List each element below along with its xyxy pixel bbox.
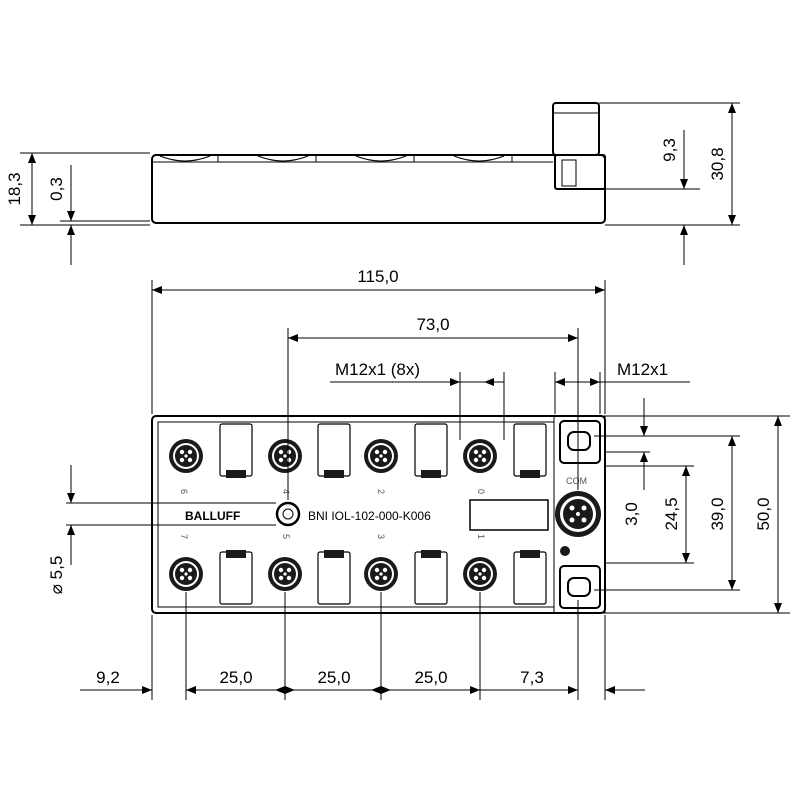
top-view: 6 4 2 0 7 5 3 1 BALLUFF BNI IOL-102-000-… bbox=[47, 267, 790, 700]
port-7-connector bbox=[169, 557, 203, 591]
dim-overall-length: 115,0 bbox=[357, 267, 398, 286]
dim-side-height: 18,3 bbox=[5, 172, 24, 205]
dim-small-gap: 3,0 bbox=[622, 502, 641, 526]
dim-side-offset: 0,3 bbox=[47, 177, 66, 201]
part-code-label: BNI IOL-102-000-K006 bbox=[308, 509, 431, 523]
dim-pitch-2: 25,0 bbox=[219, 668, 252, 687]
port-number-5: 5 bbox=[281, 534, 291, 539]
dim-side-total-height: 30,8 bbox=[708, 147, 727, 180]
dim-hole-spacing: 39,0 bbox=[708, 497, 727, 530]
dim-total-width: 50,0 bbox=[754, 497, 773, 530]
port-1-connector bbox=[463, 557, 497, 591]
dim-com-offset: 24,5 bbox=[662, 497, 681, 530]
port-4-connector bbox=[268, 439, 302, 473]
port-3-connector bbox=[364, 557, 398, 591]
port-6-connector bbox=[169, 439, 203, 473]
dim-pitch-1: 9,2 bbox=[96, 668, 120, 687]
port-number-0: 0 bbox=[476, 489, 486, 494]
port-number-1: 1 bbox=[476, 534, 486, 539]
brand-logo-text: BALLUFF bbox=[185, 509, 240, 523]
side-view: 18,3 0,3 9,3 30,8 bbox=[5, 102, 740, 265]
com-connector-side bbox=[552, 102, 600, 156]
dim-port-span: 73,0 bbox=[416, 315, 449, 334]
port-number-7: 7 bbox=[179, 534, 189, 539]
port-number-6: 6 bbox=[179, 489, 189, 494]
mounting-hole-center bbox=[275, 501, 301, 527]
port-5-connector bbox=[268, 557, 302, 591]
dim-port-thread: M12x1 (8x) bbox=[335, 360, 420, 379]
port-number-3: 3 bbox=[376, 534, 386, 539]
dim-pitch-4: 25,0 bbox=[414, 668, 447, 687]
dim-hole-diameter: ⌀ 5,5 bbox=[47, 556, 66, 595]
dim-com-thread: M12x1 bbox=[617, 360, 668, 379]
dim-side-connector-offset: 9,3 bbox=[660, 138, 679, 162]
port-number-4: 4 bbox=[281, 489, 291, 494]
com-label: COM bbox=[566, 476, 587, 486]
port-0-connector bbox=[463, 439, 497, 473]
dim-pitch-3: 25,0 bbox=[317, 668, 350, 687]
port-2-connector bbox=[364, 439, 398, 473]
dim-pitch-5: 7,3 bbox=[520, 668, 544, 687]
side-view-body bbox=[151, 154, 606, 224]
port-number-2: 2 bbox=[376, 489, 386, 494]
